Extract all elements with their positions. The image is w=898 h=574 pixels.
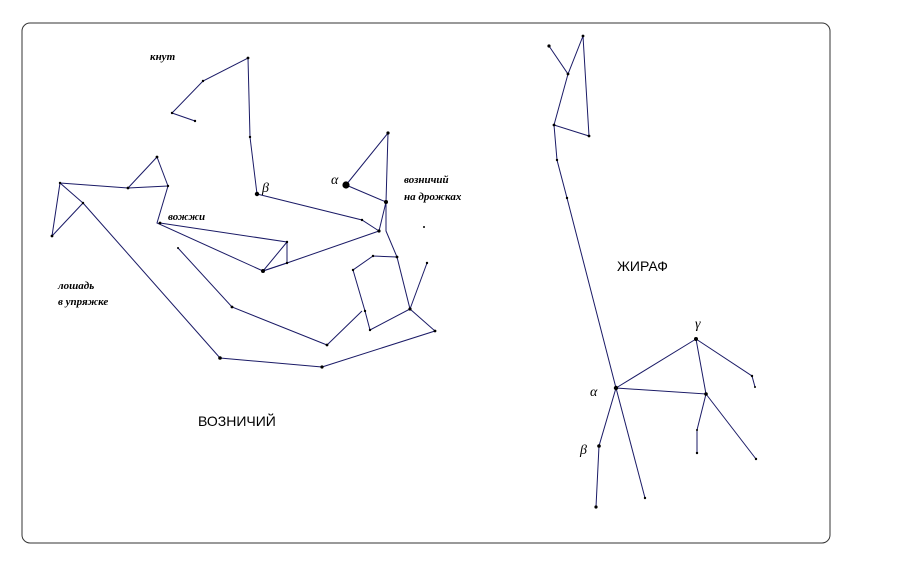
star bbox=[750, 374, 754, 378]
star bbox=[696, 429, 698, 431]
giraffe-neck bbox=[553, 124, 617, 389]
star bbox=[594, 505, 598, 509]
star bbox=[643, 496, 647, 500]
auriga-alpha-label: α bbox=[331, 173, 339, 188]
star bbox=[587, 134, 591, 138]
star bbox=[158, 221, 162, 225]
reins-top bbox=[156, 156, 169, 187]
label-knut: кнут bbox=[150, 51, 176, 63]
giraffe-back-leg bbox=[705, 393, 757, 460]
giraffe-title: ЖИРАФ bbox=[617, 258, 668, 274]
auriga-constellation: кнут возничий на дрожках вожжи лошадь в … bbox=[50, 51, 462, 429]
diagram-frame bbox=[21, 22, 831, 544]
star bbox=[408, 307, 412, 311]
star bbox=[285, 240, 289, 244]
star bbox=[248, 135, 252, 139]
star bbox=[566, 72, 570, 76]
giraffe-back-leg-2 bbox=[696, 393, 707, 453]
horse-head bbox=[51, 182, 84, 237]
star bbox=[547, 44, 551, 48]
star bbox=[423, 226, 425, 228]
reins-upper bbox=[159, 222, 288, 243]
star bbox=[218, 356, 222, 360]
chariot-shaft bbox=[409, 262, 428, 310]
star bbox=[433, 329, 437, 333]
star bbox=[581, 34, 585, 38]
horse-rear bbox=[321, 308, 436, 368]
star bbox=[425, 261, 429, 265]
whip-lines bbox=[171, 57, 258, 195]
giraffe-body bbox=[615, 338, 707, 395]
star bbox=[395, 255, 399, 259]
horse-neck bbox=[127, 156, 158, 189]
giraffe-beta-star bbox=[597, 444, 601, 448]
star bbox=[384, 200, 388, 204]
star bbox=[126, 186, 130, 190]
star bbox=[351, 268, 355, 272]
star bbox=[177, 247, 179, 249]
star bbox=[285, 261, 289, 265]
star bbox=[555, 158, 559, 162]
auriga-title: ВОЗНИЧИЙ bbox=[198, 412, 276, 429]
capella-star bbox=[342, 181, 350, 189]
star bbox=[230, 305, 234, 309]
horse-front bbox=[82, 202, 323, 368]
reins-lower bbox=[156, 185, 264, 272]
giraffe-tail bbox=[695, 338, 756, 388]
star bbox=[201, 79, 205, 83]
giraffe-alpha-star bbox=[613, 385, 619, 391]
star bbox=[58, 181, 62, 185]
star bbox=[50, 234, 54, 238]
charioteer-triangle bbox=[345, 131, 389, 203]
charioteer-body bbox=[256, 193, 387, 232]
giraffe-gamma-label: γ bbox=[695, 317, 701, 332]
star bbox=[565, 196, 569, 200]
small-triangle bbox=[261, 241, 288, 273]
star bbox=[695, 451, 699, 455]
star bbox=[155, 155, 159, 159]
label-charioteer-line2: на дрожках bbox=[404, 191, 462, 203]
chariot-post bbox=[385, 202, 398, 258]
label-horse-line1: лошадь bbox=[57, 280, 94, 292]
star bbox=[193, 119, 197, 123]
star bbox=[363, 309, 367, 313]
giraffe-front-leg-2 bbox=[615, 387, 646, 499]
label-horse-line2: в упряжке bbox=[58, 296, 108, 308]
chariot-link bbox=[326, 310, 363, 346]
giraffe-head bbox=[548, 35, 590, 137]
star bbox=[704, 392, 708, 396]
star bbox=[754, 457, 758, 461]
giraffe-constellation: ЖИРАФ α β γ bbox=[547, 34, 758, 509]
giraffe-beta-label: β bbox=[579, 443, 587, 458]
star bbox=[368, 328, 372, 332]
beta-star bbox=[254, 191, 260, 197]
star bbox=[377, 229, 381, 233]
star bbox=[246, 56, 250, 60]
star bbox=[386, 131, 390, 135]
label-charioteer-line1: возничий bbox=[404, 174, 449, 186]
star bbox=[754, 386, 756, 388]
star bbox=[325, 343, 329, 347]
star bbox=[552, 123, 556, 127]
horse-back bbox=[59, 182, 169, 189]
giraffe-alpha-label: α bbox=[590, 385, 598, 400]
horse-belly bbox=[177, 247, 328, 346]
chariot-box bbox=[352, 255, 411, 331]
star bbox=[320, 365, 324, 369]
star bbox=[261, 269, 265, 273]
label-reins: вожжи bbox=[168, 211, 205, 223]
star bbox=[170, 111, 174, 115]
star bbox=[81, 201, 85, 205]
giraffe-gamma-star bbox=[694, 337, 698, 341]
star bbox=[166, 184, 170, 188]
star bbox=[371, 254, 375, 258]
auriga-beta-label: β bbox=[261, 181, 269, 196]
star bbox=[360, 218, 364, 222]
